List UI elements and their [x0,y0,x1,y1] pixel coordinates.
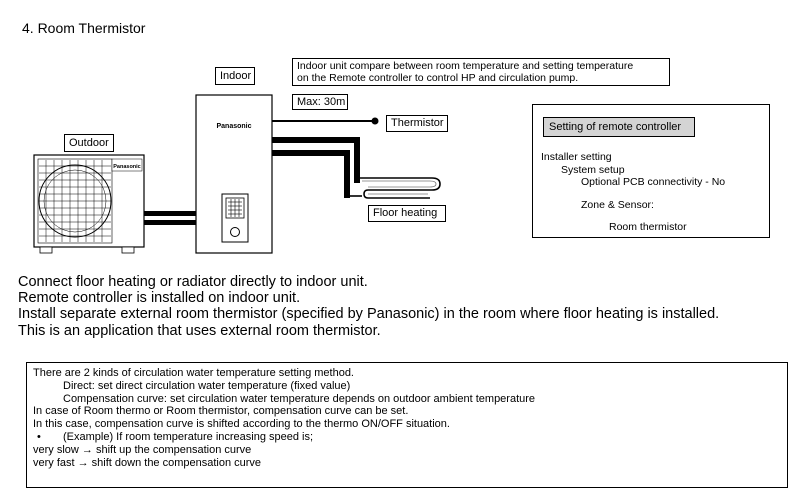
notes-intro: There are 2 kinds of circulation water t… [33,367,354,379]
summary-line-1: Connect floor heating or radiator direct… [18,274,368,290]
thermistor-label: Thermistor [386,115,448,132]
room-thermistor-text: Room thermistor [609,221,687,233]
notes-case-2: In this case, compensation curve is shif… [33,418,450,431]
floor-heating-label: Floor heating [368,205,446,222]
thermistor-dot [371,117,379,125]
notes-example: • (Example) If room temperature increasi… [33,431,787,444]
remote-controller [221,193,249,243]
refrigerant-pipes [144,211,196,225]
summary-line-4: This is an application that uses externa… [18,322,381,339]
system-diagram: Panasonic Panasonic [33,94,441,254]
summary-paragraph: Connect floor heating or radiator direct… [18,274,719,339]
remote-settings-panel: Setting of remote controller Installer s… [532,104,770,238]
notes-example-text: (Example) If room temperature increasing… [63,430,314,443]
outdoor-label: Outdoor [64,134,114,152]
notes-compensation: Compensation curve: set circulation wate… [63,392,536,405]
zone-sensor-text: Zone & Sensor: [581,199,654,211]
notes-direct: Direct: set direct circulation water tem… [63,379,351,392]
control-explanation-box: Indoor unit compare between room tempera… [292,58,670,86]
max-length-label: Max: 30m [292,94,348,110]
indoor-brand-text: Panasonic [216,123,251,130]
notes-box: There are 2 kinds of circulation water t… [26,362,788,488]
outdoor-brand-text: Panasonic [113,164,141,170]
settings-header: Setting of remote controller [543,117,695,137]
floor-heating-pipes [272,137,441,199]
summary-line-2: Remote controller is installed on indoor… [18,290,301,307]
bullet-icon: • [37,430,41,443]
installer-setting-text: Installer setting [541,151,612,163]
thermistor-cable [272,117,379,125]
outdoor-unit: Panasonic [33,154,145,254]
system-setup-text: System setup [561,164,625,176]
notes-fast: very fast → shift down the compensation … [33,456,262,469]
notes-slow: very slow → shift up the compensation cu… [33,443,252,456]
section-title: 4. Room Thermistor [22,20,146,36]
control-explanation-line-1: Indoor unit compare between room tempera… [297,60,634,72]
optional-pcb-text: Optional PCB connectivity - No [581,176,726,188]
control-explanation-line-2: on the Remote controller to control HP a… [297,72,579,84]
summary-line-3: Install separate external room thermisto… [18,306,720,323]
indoor-label: Indoor [215,67,255,85]
notes-case-1: In case of Room thermo or Room thermisto… [33,405,409,418]
